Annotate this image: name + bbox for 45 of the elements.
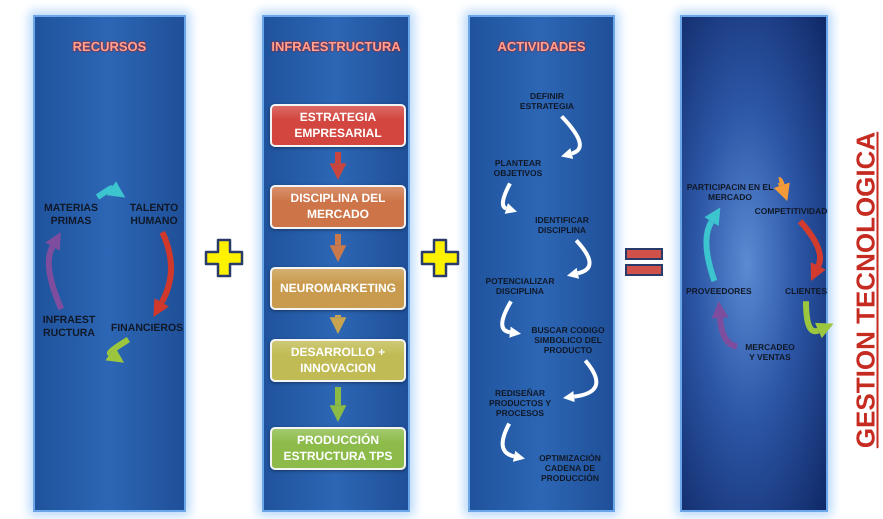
- arrow: [567, 239, 592, 279]
- node-label: DEFINIR ESTRATEGIA: [507, 91, 587, 112]
- node-label: TALENTO HUMANO: [123, 202, 185, 228]
- process-box: DISCIPLINA DEL MERCADO: [270, 185, 406, 229]
- arrow: [500, 422, 525, 462]
- column-panel: [680, 15, 828, 512]
- node-label: PLANTEAR OBJETIVOS: [480, 158, 556, 178]
- arrow: [44, 232, 64, 310]
- arrow: [330, 152, 346, 180]
- node-label: INFRAEST RUCTURA: [39, 314, 99, 340]
- column-title: INFRAESTRUCTURA: [271, 39, 401, 54]
- arrow: [703, 206, 720, 282]
- arrow: [500, 300, 521, 338]
- process-box: DESARROLLO + INNOVACION: [270, 339, 406, 382]
- column-panel: [468, 15, 615, 512]
- column-panel: [33, 15, 186, 512]
- arrow: [500, 182, 517, 214]
- node-label: MERCADEO Y VENTAS: [742, 342, 798, 362]
- process-box: PRODUCCIÓN ESTRUCTURA TPS: [270, 427, 406, 470]
- node-label: PROVEEDORES: [686, 286, 750, 296]
- node-label: REDISEÑAR PRODUCTOS Y PROCESOS: [482, 388, 558, 419]
- arrow: [803, 301, 834, 338]
- arrow: [154, 231, 174, 318]
- node-label: BUSCAR CODIGO SIMBOLICO DEL PRODUCTO: [526, 325, 610, 356]
- arrow: [712, 301, 738, 350]
- process-box: NEUROMARKETING: [270, 267, 406, 310]
- arrow: [798, 219, 826, 282]
- arrow: [560, 115, 582, 159]
- arrow: [563, 359, 598, 402]
- column-title: ACTIVIDADES: [497, 39, 586, 54]
- arrow: [330, 234, 346, 262]
- vertical-heading: GESTION TECNOLOGICA: [850, 132, 882, 448]
- column-title: RECURSOS: [72, 39, 146, 54]
- column-panel: [262, 15, 410, 512]
- arrow: [330, 387, 346, 422]
- node-label: POTENCIALIZAR DISCIPLINA: [478, 276, 562, 296]
- arrow: [774, 178, 790, 202]
- process-box: ESTRATEGIA EMPRESARIAL: [270, 104, 406, 147]
- node-label: PARTICIPACIN EN EL MERCADO: [686, 182, 774, 202]
- arrow: [96, 180, 128, 200]
- node-label: OPTIMIZACIÓN CADENA DE PRODUCCIÓN: [530, 453, 610, 484]
- node-label: IDENTIFICAR DISCIPLINA: [522, 215, 602, 236]
- node-label: FINANCIEROS: [109, 322, 185, 335]
- arrow: [330, 315, 346, 334]
- node-label: MATERIAS PRIMAS: [39, 202, 103, 228]
